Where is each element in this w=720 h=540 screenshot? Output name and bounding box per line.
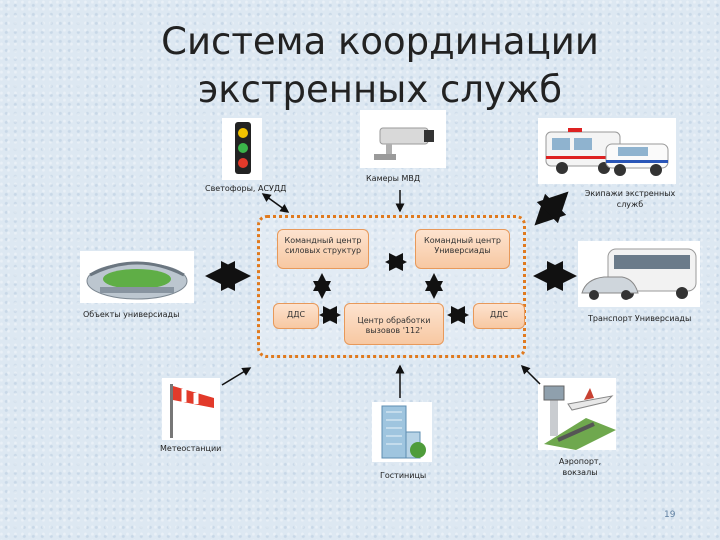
slide-title: Система координации экстренных служб: [161, 20, 599, 111]
node-dds-left[interactable]: ДДС: [273, 303, 319, 329]
weather-label: Метеостанции: [160, 444, 222, 453]
hotel-building-icon: [372, 402, 432, 462]
crews-label: Экипажи экстренных служб: [584, 189, 676, 209]
airport-label: Аэропорт, вокзалы: [558, 457, 602, 477]
bus-and-car-icon: [578, 241, 700, 307]
transport-label: Транспорт Универсиады: [588, 314, 692, 323]
airport-icon: [538, 378, 616, 450]
node-cc-security[interactable]: Командный центр силовых структур: [277, 229, 369, 269]
windsock-icon: [162, 378, 220, 440]
node-cc-universiade[interactable]: Командный центр Универсиады: [415, 229, 510, 269]
node-dds-right[interactable]: ДДС: [473, 303, 525, 329]
arrow-weather: [221, 367, 252, 386]
stadium-icon: [80, 251, 194, 303]
arrow-crews: [534, 191, 569, 226]
security-camera-icon: [360, 110, 446, 168]
venues-label: Объекты универсиады: [83, 310, 180, 319]
hotels-label: Гостиницы: [380, 471, 427, 480]
cameras-label: Камеры МВД: [366, 174, 421, 183]
traffic-light-icon: [222, 118, 262, 180]
emergency-vehicles-icon: [538, 118, 676, 184]
page-number: 19: [664, 510, 676, 520]
node-call-center-112[interactable]: Центр обработки вызовов '112': [344, 303, 444, 345]
traffic-label: Светофоры, АСУДД: [205, 184, 287, 193]
arrow-traffic: [261, 193, 290, 213]
